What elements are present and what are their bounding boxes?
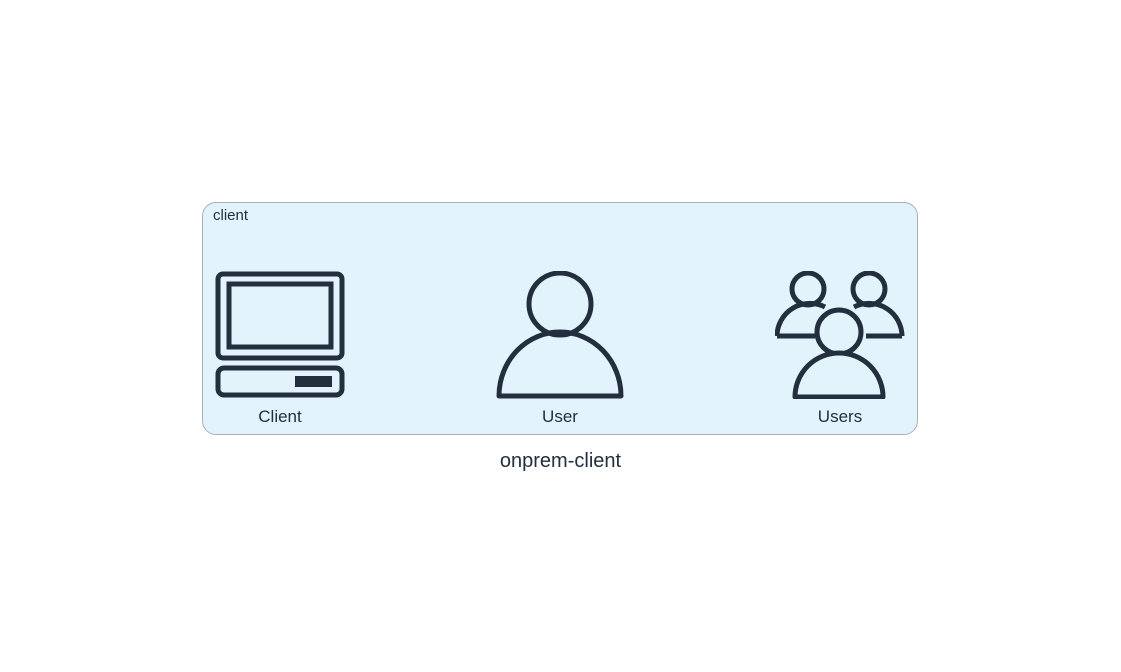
node-label-user: User bbox=[542, 407, 578, 426]
diagram-caption: onprem-client bbox=[499, 450, 622, 472]
cluster-label: client bbox=[213, 207, 249, 224]
node-client[interactable]: Client bbox=[200, 271, 360, 427]
node-users[interactable]: Users bbox=[760, 271, 920, 427]
computer-icon bbox=[215, 271, 345, 398]
user-icon bbox=[496, 271, 624, 399]
node-label-users: Users bbox=[817, 407, 863, 426]
cluster-client: client Client User Users bbox=[202, 202, 918, 435]
users-icon bbox=[775, 271, 905, 399]
node-label-client: Client bbox=[258, 407, 302, 426]
node-user[interactable]: User bbox=[480, 271, 640, 427]
